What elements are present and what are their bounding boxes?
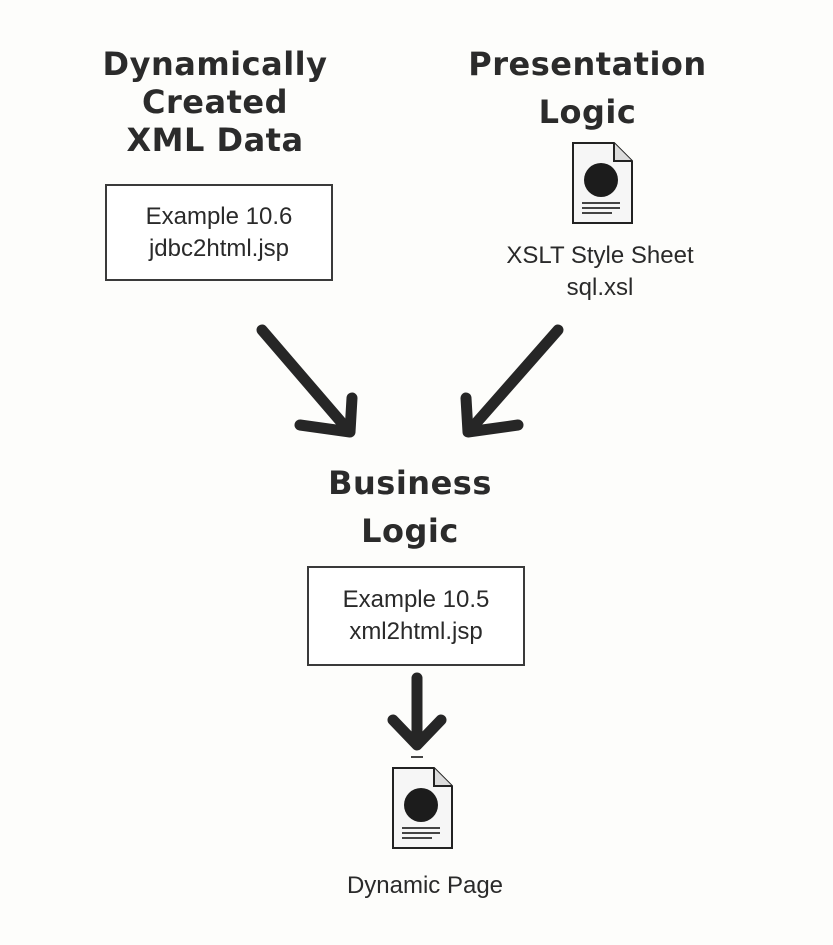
- arrow-business-to-output: [387, 672, 447, 751]
- presentation-heading: Presentation Logic: [468, 45, 707, 131]
- document-icon: [572, 142, 633, 224]
- business-heading: Business Logic: [328, 464, 492, 550]
- document-icon: [392, 767, 453, 849]
- stylesheet-caption: XSLT Style Sheet sql.xsl: [506, 242, 694, 301]
- business-box-line-1: Example 10.5: [342, 586, 490, 613]
- xml-data-box: Example 10.6 jdbc2html.jsp: [105, 184, 333, 281]
- xml-data-heading: Dynamically Created XML Data: [102, 45, 328, 159]
- xml-data-box-line-1: Example 10.6: [145, 202, 293, 230]
- xml-data-box-line-2: jdbc2html.jsp: [148, 234, 290, 262]
- arrow-presentation-to-business: [460, 324, 564, 438]
- business-box-line-2: xml2html.jsp: [349, 618, 483, 645]
- arrow-xml-to-business: [256, 324, 358, 438]
- business-box: Example 10.5 xml2html.jsp: [307, 566, 525, 666]
- dynamic-page-caption: Dynamic Page: [346, 872, 504, 899]
